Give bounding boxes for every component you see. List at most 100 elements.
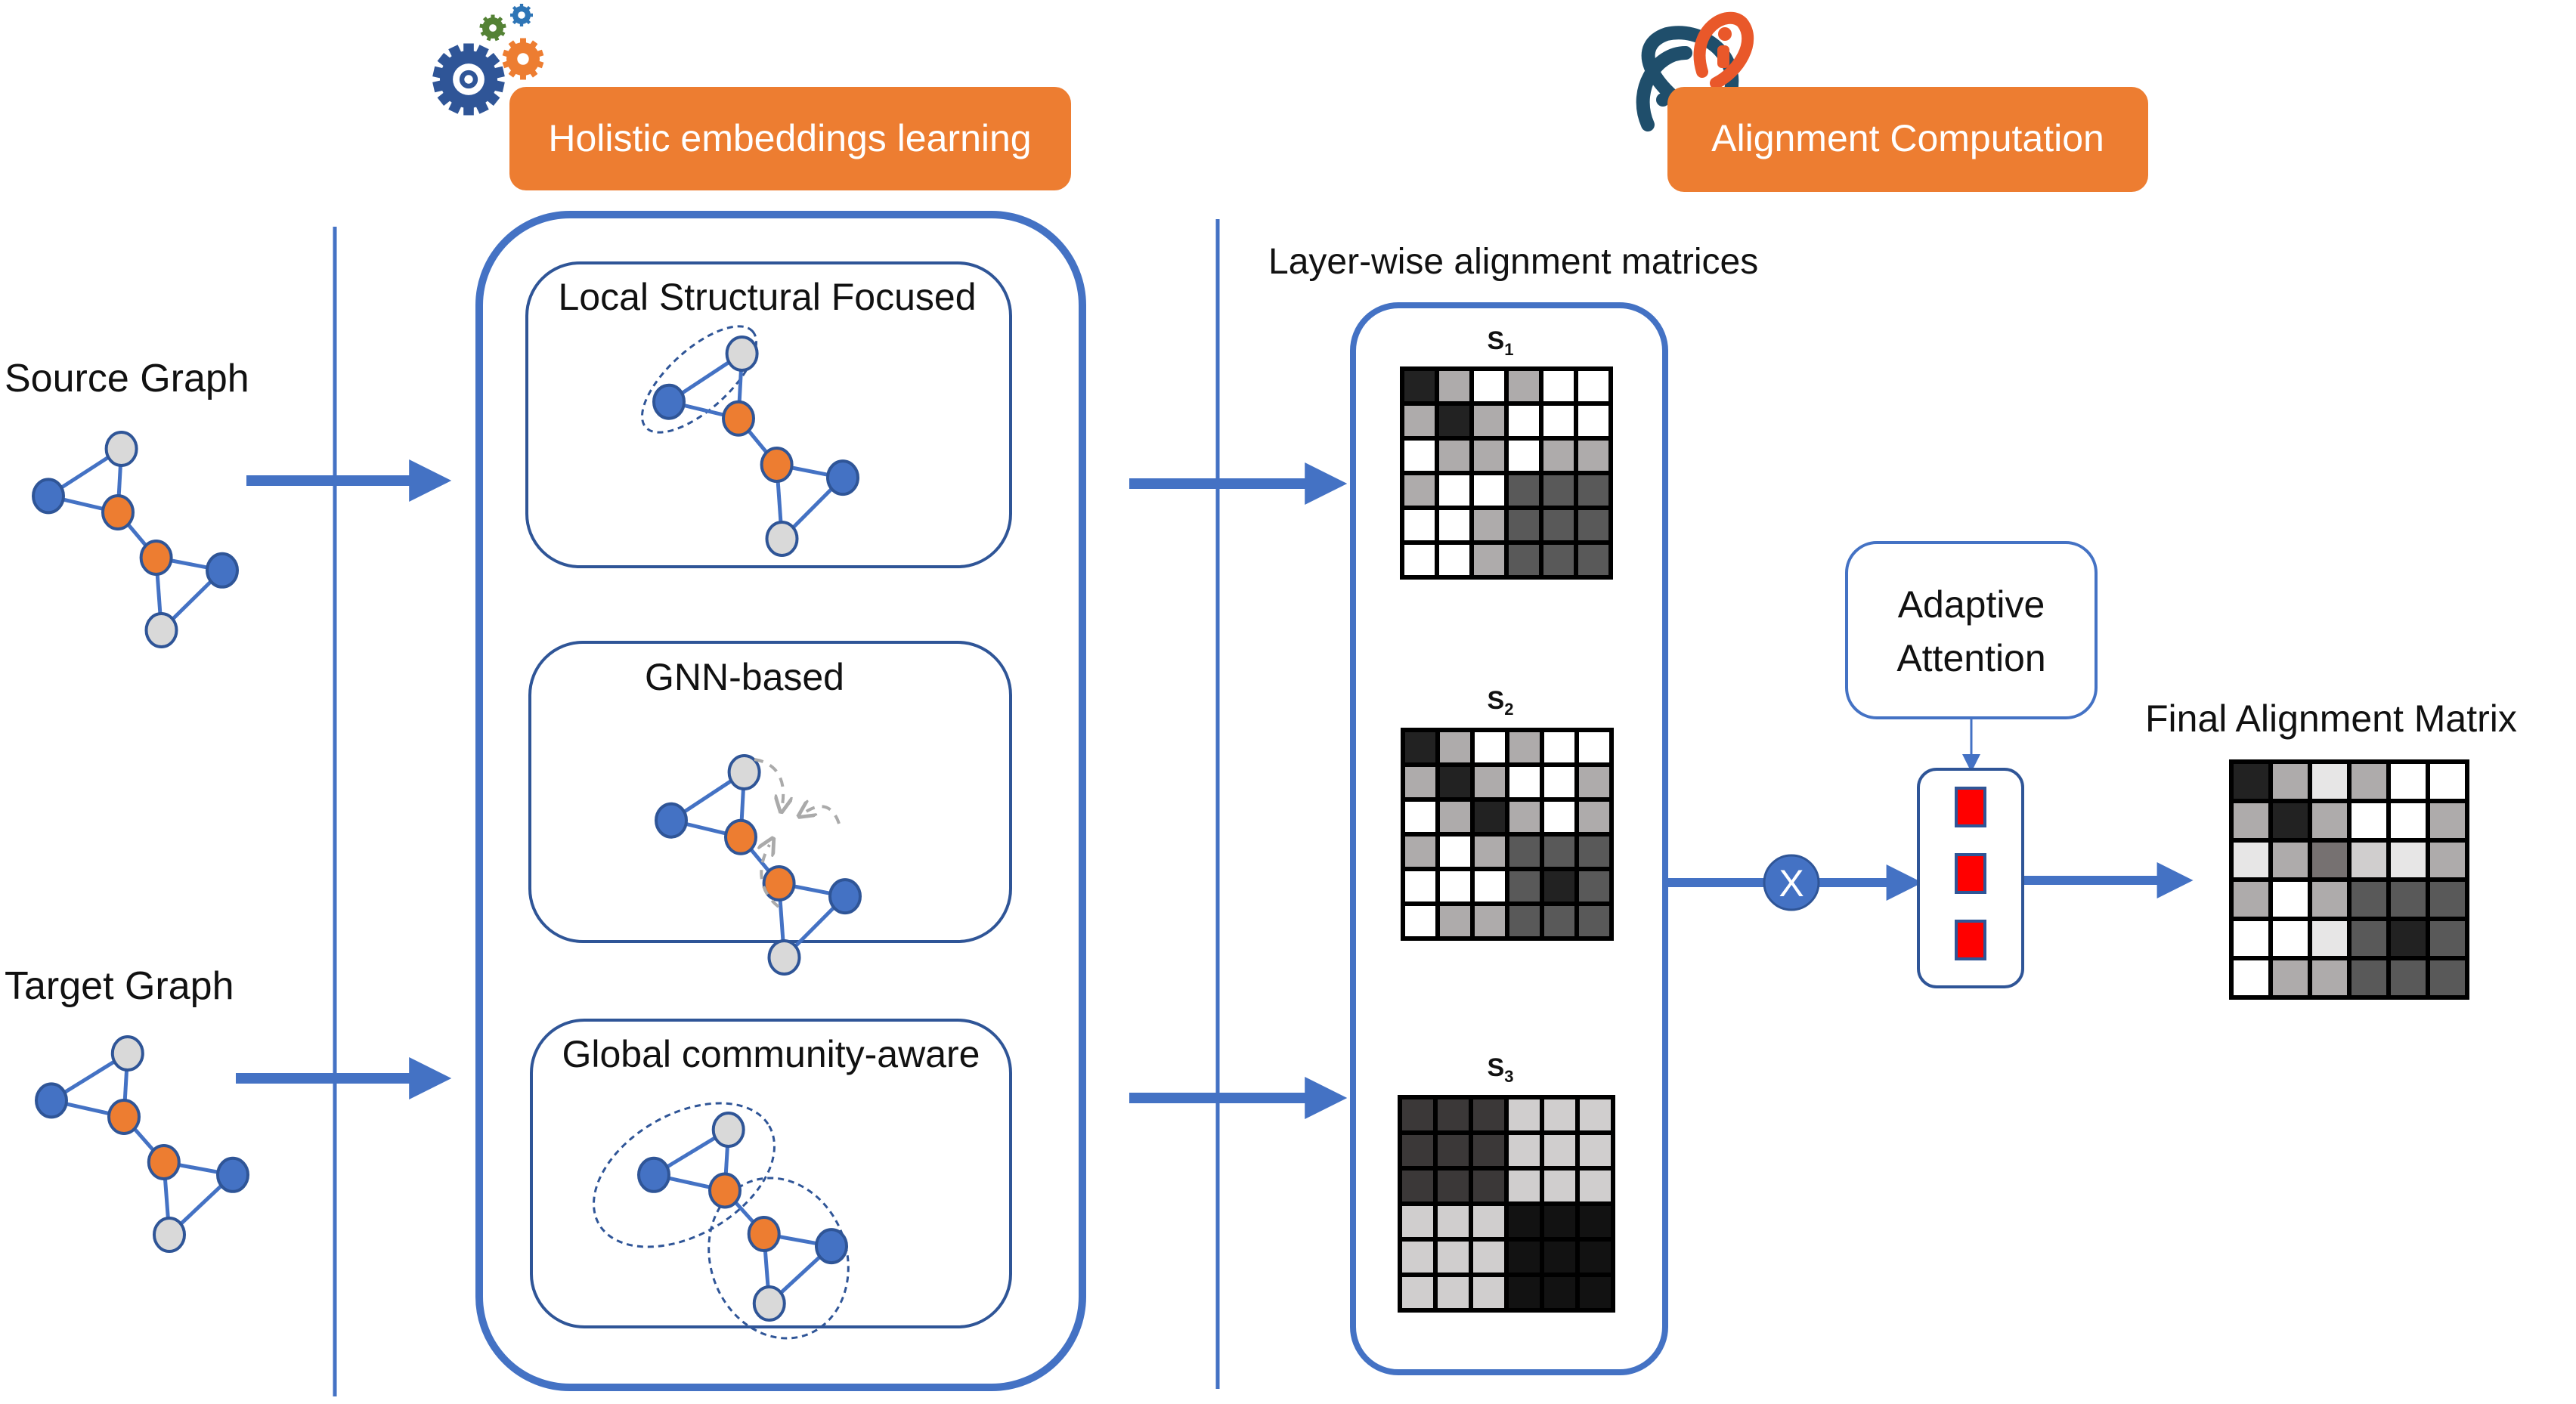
attention-weight-bar (1955, 853, 1986, 894)
matrix-cell (1473, 1277, 1504, 1308)
matrix-cell (1474, 406, 1504, 436)
matrix-cell (1509, 837, 1540, 867)
multiply-symbol: X (1779, 862, 1804, 905)
matrix-cell (1402, 1135, 1433, 1166)
graph-node (147, 1144, 181, 1180)
final-alignment-matrix (2229, 759, 2469, 1000)
attention-weight-bar (1955, 787, 1986, 827)
matrix-cell (1402, 1206, 1433, 1237)
layer-matrices-container (1350, 302, 1668, 1375)
matrix-cell (1509, 1242, 1540, 1273)
matrix-cell (1405, 871, 1435, 901)
attention-weight-bar (1955, 920, 1986, 960)
matrix-cell (1579, 837, 1609, 867)
matrix-cell (1579, 732, 1609, 762)
matrix-cell (2430, 882, 2465, 917)
graph-node (110, 1035, 144, 1072)
target-graph (35, 1035, 249, 1253)
matrix-cell (1402, 1171, 1433, 1201)
matrix-cell (2312, 764, 2347, 799)
matrix-cell (2273, 882, 2308, 917)
matrix-cell (1439, 406, 1469, 436)
message-passing-arrow (805, 806, 841, 824)
matrix-cell (1509, 1277, 1540, 1308)
matrix-cell (2391, 803, 2426, 838)
matrix-cell (1580, 1242, 1611, 1273)
alignment-matrix-s2 (1401, 728, 1614, 941)
matrix-cell (1440, 802, 1470, 832)
matrix-cell (1544, 837, 1574, 867)
matrix-cell (1439, 475, 1469, 506)
source-graph (32, 431, 239, 648)
matrix-s1-label: S1 (1488, 326, 1514, 359)
matrix-cell (1439, 545, 1469, 575)
matrix-cell (1543, 406, 1574, 436)
graph-node (725, 336, 759, 372)
matrix-cell (1404, 371, 1435, 401)
matrix-cell (1509, 1206, 1540, 1237)
matrix-cell (1474, 371, 1504, 401)
matrix-cell (1579, 767, 1609, 797)
matrix-cell (1404, 441, 1435, 471)
matrix-cell (1578, 510, 1608, 540)
matrix-cell (1544, 1277, 1575, 1308)
matrix-cell (2352, 843, 2386, 877)
matrix-cell (1473, 1099, 1504, 1130)
gnn-based-graph (655, 754, 862, 976)
matrix-cell (1509, 1135, 1540, 1166)
graph-node (101, 494, 135, 530)
matrix-cell (1438, 1242, 1469, 1273)
module-global-community-label: Global community-aware (562, 1033, 980, 1075)
matrix-cell (1475, 767, 1505, 797)
matrix-cell (1509, 906, 1540, 936)
matrix-cell (1543, 510, 1574, 540)
matrix-cell (2234, 882, 2268, 917)
holistic-embeddings-header: Holistic embeddings learning (509, 87, 1071, 190)
matrix-cell (2273, 960, 2308, 995)
matrix-cell (1543, 545, 1574, 575)
attention-weights (1955, 787, 1986, 960)
gear-icon (432, 43, 505, 116)
matrix-cell (1509, 406, 1539, 436)
matrix-cell (2273, 843, 2308, 877)
matrix-cell (1544, 871, 1574, 901)
matrix-cell (1509, 871, 1540, 901)
adaptive-attention-box: Adaptive Attention (1845, 541, 2098, 719)
matrix-cell (1405, 732, 1435, 762)
matrix-cell (2430, 843, 2465, 877)
matrix-cell (1405, 906, 1435, 936)
matrix-cell (2234, 843, 2268, 877)
neighborhood-dashed-ellipse (640, 325, 758, 434)
matrix-cell (2234, 803, 2268, 838)
matrix-cell (1544, 1135, 1575, 1166)
matrix-cell (1580, 1277, 1611, 1308)
matrix-cell (2312, 960, 2347, 995)
graph-node (35, 1082, 68, 1119)
matrix-cell (1579, 906, 1609, 936)
graph-node (765, 521, 799, 557)
matrix-cell (1509, 371, 1539, 401)
module-global-community: Global community-aware (530, 1019, 1012, 1340)
matrix-cell (1440, 837, 1470, 867)
matrix-cell (1509, 1099, 1540, 1130)
matrix-cell (1438, 1277, 1469, 1308)
matrix-cell (1473, 1135, 1504, 1166)
holistic-embeddings-title: Holistic embeddings learning (548, 117, 1031, 159)
matrix-cell (1509, 1171, 1540, 1201)
alignment-matrix-s3 (1398, 1095, 1615, 1313)
matrix-cell (2352, 921, 2386, 956)
graph-node (144, 612, 178, 648)
matrix-cell (1402, 1099, 1433, 1130)
matrix-frame (1398, 1095, 1615, 1313)
matrix-frame (2229, 759, 2469, 1000)
module-gnn-based-label: GNN-based (645, 656, 844, 698)
gear-hole (489, 24, 497, 32)
graph-node (762, 865, 796, 901)
matrix-frame (1400, 366, 1613, 580)
matrix-cell (2312, 882, 2347, 917)
matrix-cell (1402, 1277, 1433, 1308)
final-matrix-label: Final Alignment Matrix (2145, 697, 2517, 740)
matrix-cell (1474, 545, 1504, 575)
matrix-cell (1475, 871, 1505, 901)
gear-icon (502, 38, 544, 80)
